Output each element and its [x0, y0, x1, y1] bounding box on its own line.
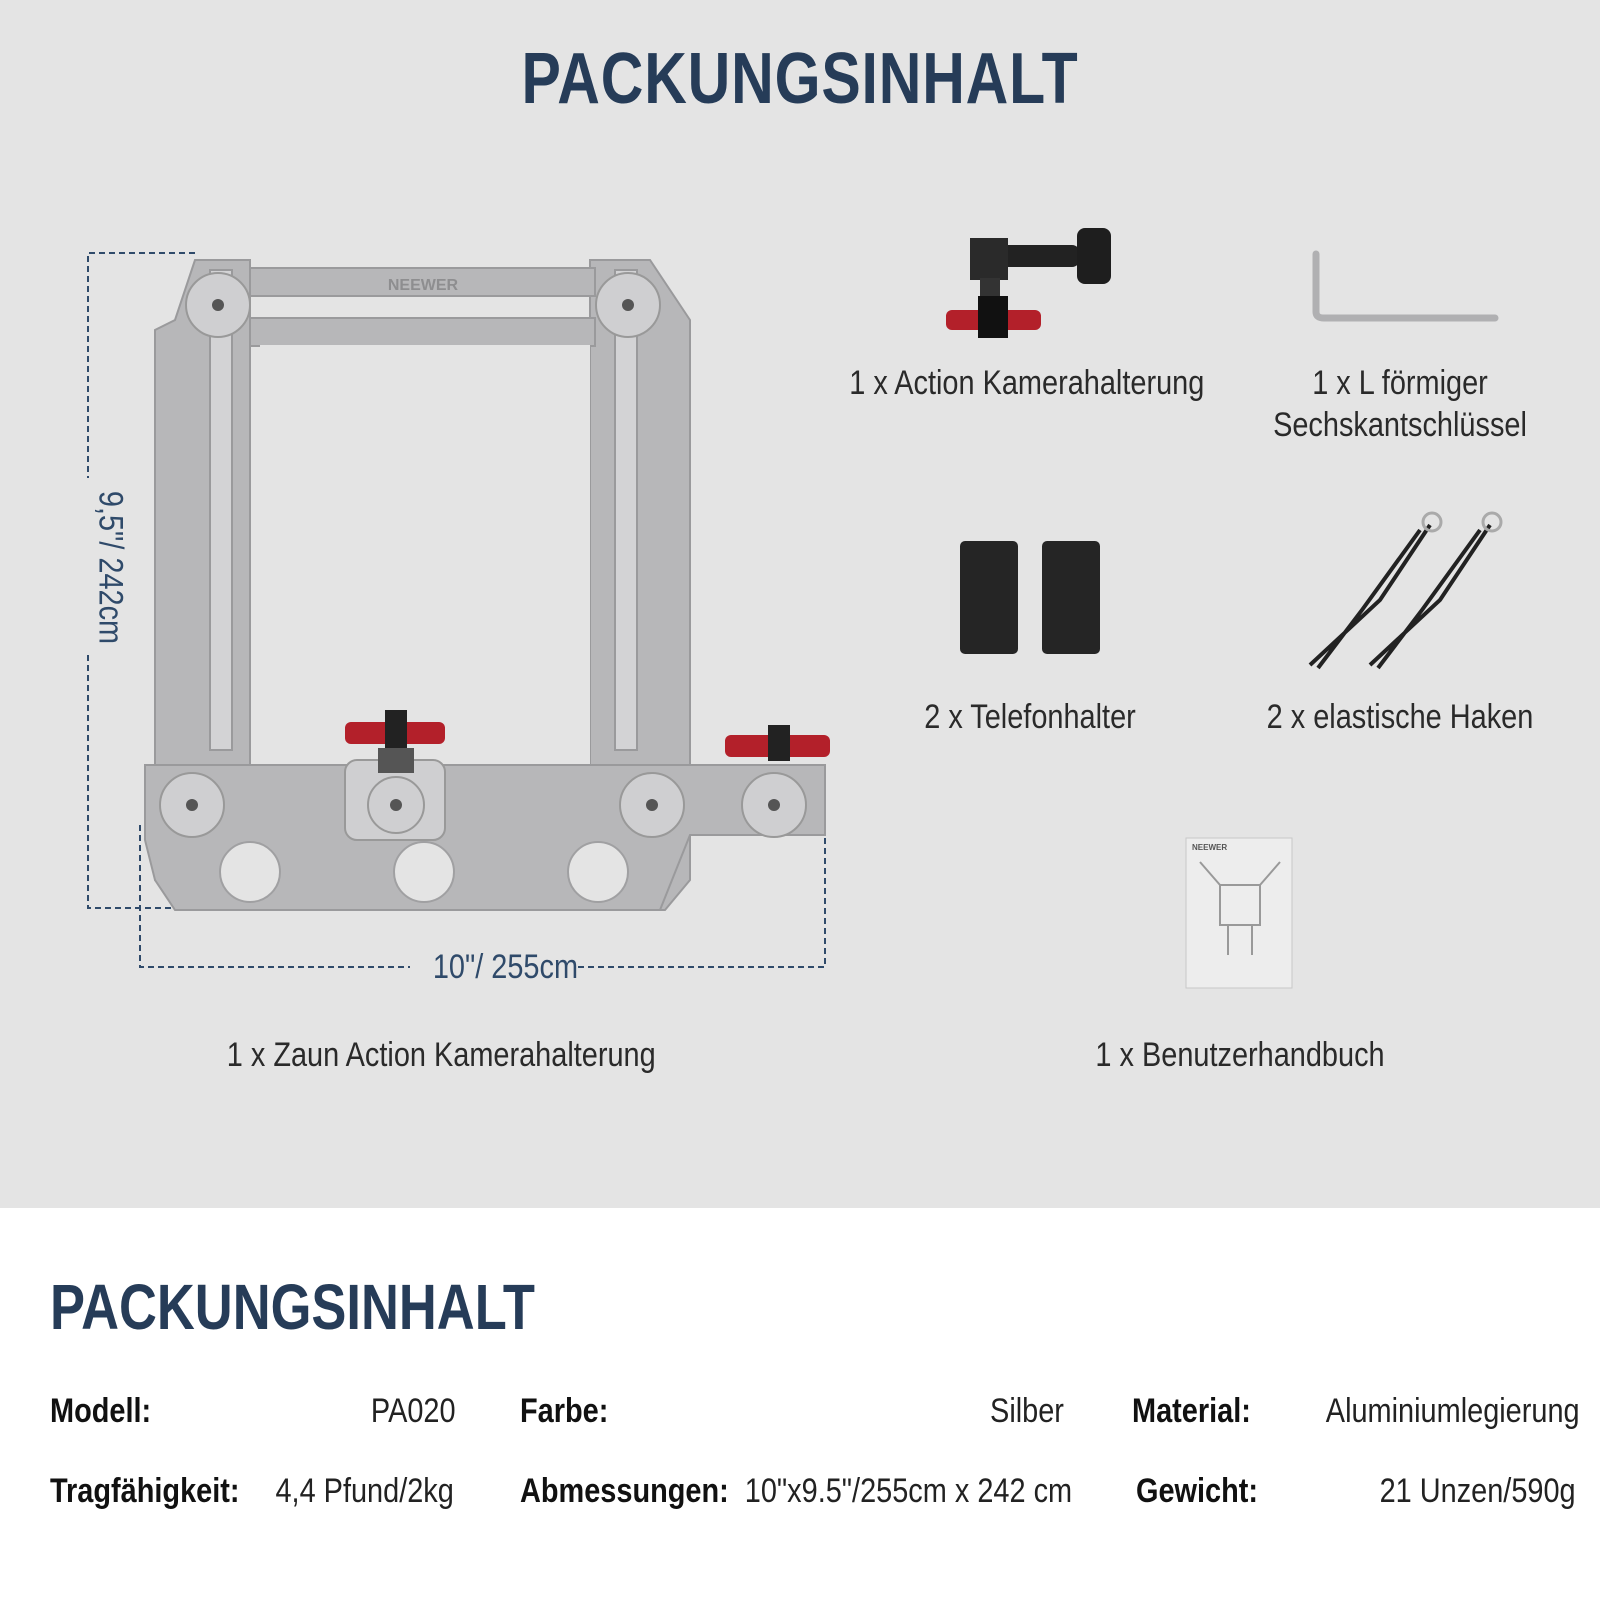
item-label-hex-key: 1 x L förmiger Sechskantschlüssel	[1256, 362, 1545, 446]
fence-mount-image	[144, 259, 826, 911]
svg-text:NEEWER: NEEWER	[1192, 843, 1227, 852]
spec-value-weight: 21 Unzen/590g	[1379, 1472, 1576, 1510]
red-mount-bases	[345, 710, 830, 773]
item-label-phone-holders: 2 x Telefonhalter	[924, 698, 1136, 736]
hex-key-image	[1312, 250, 1499, 322]
specs-title: PACKUNGSINHALT	[50, 1271, 535, 1343]
width-dimension-label: 10"/ 255cm	[432, 948, 579, 986]
spec-label-model: Modell:	[50, 1392, 152, 1430]
spec-label-capacity: Tragfähigkeit:	[50, 1472, 240, 1510]
spec-label-material: Material:	[1132, 1392, 1251, 1430]
user-manual-image: NEEWER	[1185, 837, 1293, 989]
item-label-manual: 1 x Benutzerhandbuch	[1095, 1036, 1385, 1074]
item-label-fence-mount: 1 x Zaun Action Kamerahalterung	[226, 1036, 656, 1074]
mount-holes	[219, 841, 629, 903]
phone-holders-image	[960, 541, 1100, 654]
item-label-hex-key-line1: 1 x L förmiger	[1312, 364, 1488, 402]
spec-label-dimensions: Abmessungen:	[520, 1472, 729, 1510]
spec-value-material: Aluminiumlegierung	[1326, 1392, 1580, 1430]
elastic-hooks-image	[1308, 511, 1503, 670]
brand-logo: NEEWER	[388, 277, 459, 294]
item-label-hex-key-line2: Sechskantschlüssel	[1273, 406, 1527, 444]
item-label-action-mount: 1 x Action Kamerahalterung	[849, 364, 1205, 402]
spec-value-model: PA020	[371, 1392, 456, 1430]
spec-value-dimensions: 10"x9.5"/255cm x 242 cm	[744, 1472, 1072, 1510]
dimension-lines	[87, 252, 826, 968]
product-illustrations: NEEWER NEEWER	[87, 228, 1503, 989]
action-camera-mount-image	[946, 228, 1111, 338]
spec-label-weight: Gewicht:	[1136, 1472, 1259, 1510]
item-label-elastic-hooks: 2 x elastische Haken	[1266, 698, 1534, 736]
spec-value-color: Silber	[990, 1392, 1064, 1430]
spec-value-capacity: 4,4 Pfund/2kg	[275, 1472, 454, 1510]
page-title: PACKUNGSINHALT	[521, 39, 1079, 119]
spec-label-color: Farbe:	[520, 1392, 609, 1430]
height-dimension-label: 9,5"/ 242cm	[91, 490, 130, 645]
